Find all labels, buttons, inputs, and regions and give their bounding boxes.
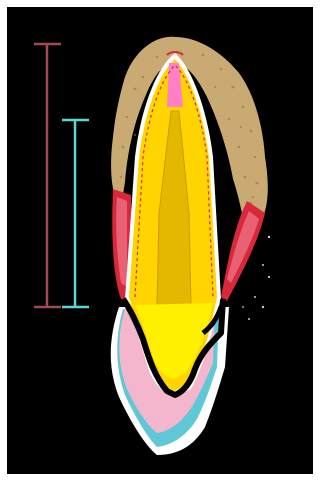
tooth-diagram [7,7,313,474]
short-measurement-bracket-icon [62,120,89,307]
diagram-panel [7,7,313,474]
long-measurement-bracket-icon [34,44,61,307]
